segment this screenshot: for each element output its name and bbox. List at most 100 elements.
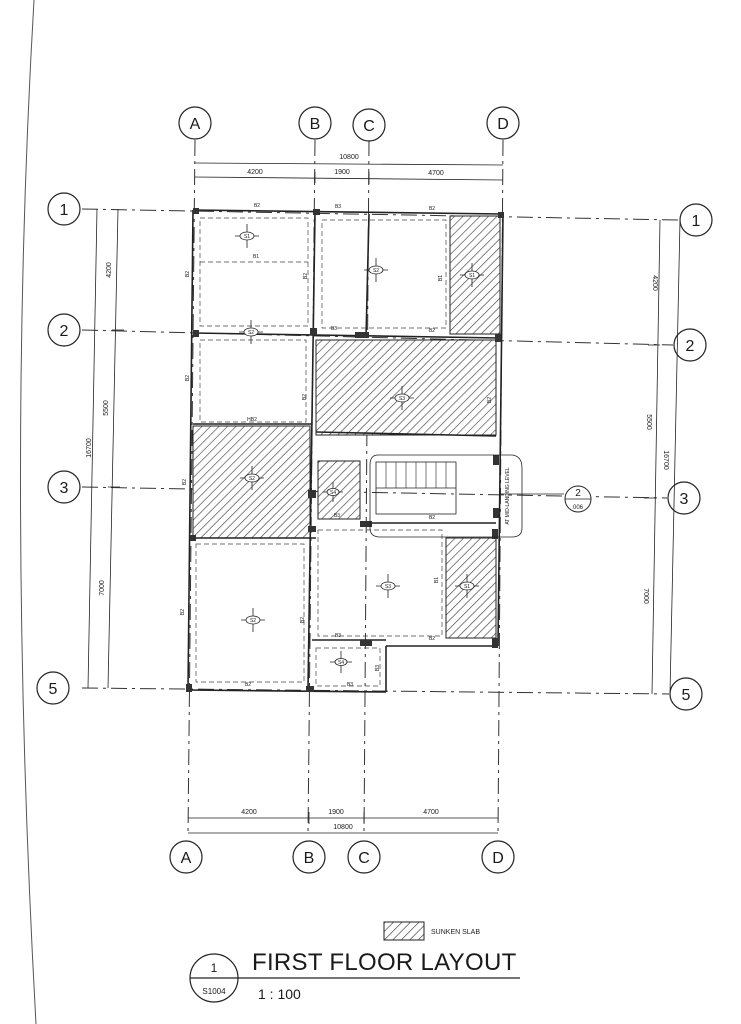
dimension-texts: 10800 4200 1900 4700 4200 1900 4700 1080… — [86, 154, 669, 831]
span-arrow-s2-c1 — [364, 258, 388, 282]
beam-label: B3 — [335, 204, 341, 210]
beam-label: B3 — [375, 665, 381, 671]
beam-label: B3 — [335, 633, 341, 639]
column-d3b — [493, 508, 499, 518]
grid-bubble-c-top — [352, 108, 386, 142]
beam-labels: B2 B3 B2 B1 B3 B2 HB2 B3 B2 B3 B2 B2 B3 … — [180, 203, 493, 688]
dim-left-1: 4200 — [106, 262, 113, 278]
legend-hatch-swatch — [383, 921, 425, 941]
grid-label-2-left: 2 — [60, 323, 69, 340]
beam-label: B2 — [185, 375, 191, 381]
dim-bottom-3: 4700 — [423, 809, 439, 816]
grid-bubble-labels: A B C D A B C D 1 2 3 5 1 2 3 5 — [49, 116, 701, 867]
drawing-title: FIRST FLOOR LAYOUT — [252, 949, 517, 976]
dim-left-total: 16700 — [86, 438, 93, 458]
beam-label: B3 — [334, 513, 340, 519]
grid-label-3-right: 3 — [680, 491, 689, 508]
dim-bottom-2: 1900 — [328, 809, 344, 816]
view-number: 1 — [211, 961, 218, 975]
grid-bubble-3-right — [667, 481, 701, 515]
dim-top-2: 1900 — [334, 169, 350, 176]
dim-right-3: 7000 — [642, 588, 649, 604]
sheet-border — [19, 0, 37, 1024]
grid-label-5-right: 5 — [682, 687, 691, 704]
slab-label: S1 — [464, 584, 470, 590]
column-b2 — [310, 328, 317, 335]
span-arrow-s1-d4 — [455, 574, 479, 598]
slab-label: S3 — [399, 396, 405, 402]
dim-bottom-1: 4200 — [241, 809, 257, 816]
columns — [186, 208, 504, 692]
dim-right-1: 4200 — [651, 275, 658, 291]
title-block — [189, 953, 520, 1003]
column-a5 — [186, 684, 192, 692]
dim-right-2: 5500 — [645, 414, 652, 430]
grid-bubble-2-left — [47, 313, 81, 347]
span-arrows — [235, 224, 484, 673]
column-a3 — [190, 535, 196, 541]
grid-label-d-top: D — [497, 116, 509, 133]
grid-bubble-b-bottom — [292, 840, 326, 874]
beam-label: B3 — [347, 682, 353, 688]
dim-left-3: 7000 — [99, 580, 106, 596]
grid-bubble-a-top — [178, 106, 212, 140]
beam-label: B2 — [185, 271, 191, 277]
dim-top-total: 10800 — [339, 154, 359, 161]
span-arrow-s4-small — [323, 482, 343, 502]
beam-label: B2 — [429, 515, 435, 521]
section-marker — [564, 485, 592, 513]
column-b4 — [308, 526, 316, 532]
grid-line-1 — [81, 208, 679, 221]
grid-label-1-left: 1 — [60, 202, 69, 219]
span-arrow-s2-a3 — [240, 466, 264, 490]
grid-label-d-bottom: D — [492, 850, 504, 867]
grid-line-2 — [81, 329, 674, 346]
column-d2 — [495, 334, 501, 342]
column-b1 — [313, 209, 320, 215]
grid-label-5-left: 5 — [49, 681, 58, 698]
beam-label: B2 — [429, 206, 435, 212]
grid-label-3-left: 3 — [60, 480, 69, 497]
grid-bubble-a-bottom — [169, 840, 203, 874]
beam-label: B2 — [429, 636, 435, 642]
grid-bubble-2-right — [673, 328, 707, 362]
column-d1 — [498, 212, 504, 218]
beam-label: B2 — [303, 273, 309, 279]
beam-label: B2 — [429, 328, 435, 334]
grid-label-c-bottom: C — [358, 850, 370, 867]
span-arrow-s1-top — [235, 224, 259, 248]
beam-label: B1 — [253, 254, 259, 260]
grid-label-b-top: B — [310, 116, 321, 133]
span-arrow-s3 — [390, 386, 414, 410]
dimension-lines — [87, 162, 681, 834]
column-b5 — [306, 686, 314, 692]
beam-label: B2 — [254, 203, 260, 209]
grid-label-1-right: 1 — [692, 213, 701, 230]
column-d3a — [493, 455, 499, 465]
grid-line-5 — [81, 687, 670, 695]
beam-label: B2 — [302, 394, 308, 400]
grid-bubble-1-left — [47, 192, 81, 226]
column-b3 — [308, 490, 316, 498]
span-arrow-s3-c4 — [376, 574, 400, 598]
span-arrow-s2-top — [239, 320, 263, 344]
slab-dashed-edges — [195, 217, 447, 687]
column-c5 — [360, 640, 372, 646]
dim-bottom-total: 10800 — [333, 824, 353, 831]
beam-label: B2 — [182, 479, 188, 485]
drawing-scale: 1 : 100 — [258, 986, 301, 1002]
column-a2 — [193, 330, 199, 337]
grid-label-2-right: 2 — [686, 338, 695, 355]
span-arrow-s1-d1 — [460, 263, 484, 287]
legend-sunken-slab-label: SUNKEN SLAB — [431, 929, 480, 936]
sunken-slabs — [192, 215, 501, 639]
slab-labels: S1 S2 S2 S1 S3 S2 S4 S2 S3 S1 S4 — [244, 234, 475, 666]
slab-label: S2 — [249, 476, 255, 482]
beam-label: B1 — [434, 577, 440, 583]
slab-label: S4 — [330, 490, 336, 496]
beam-label: B2 — [300, 617, 306, 623]
slab-label: S1 — [469, 273, 475, 279]
column-d4 — [492, 529, 498, 539]
dim-left-2: 5500 — [103, 400, 110, 416]
